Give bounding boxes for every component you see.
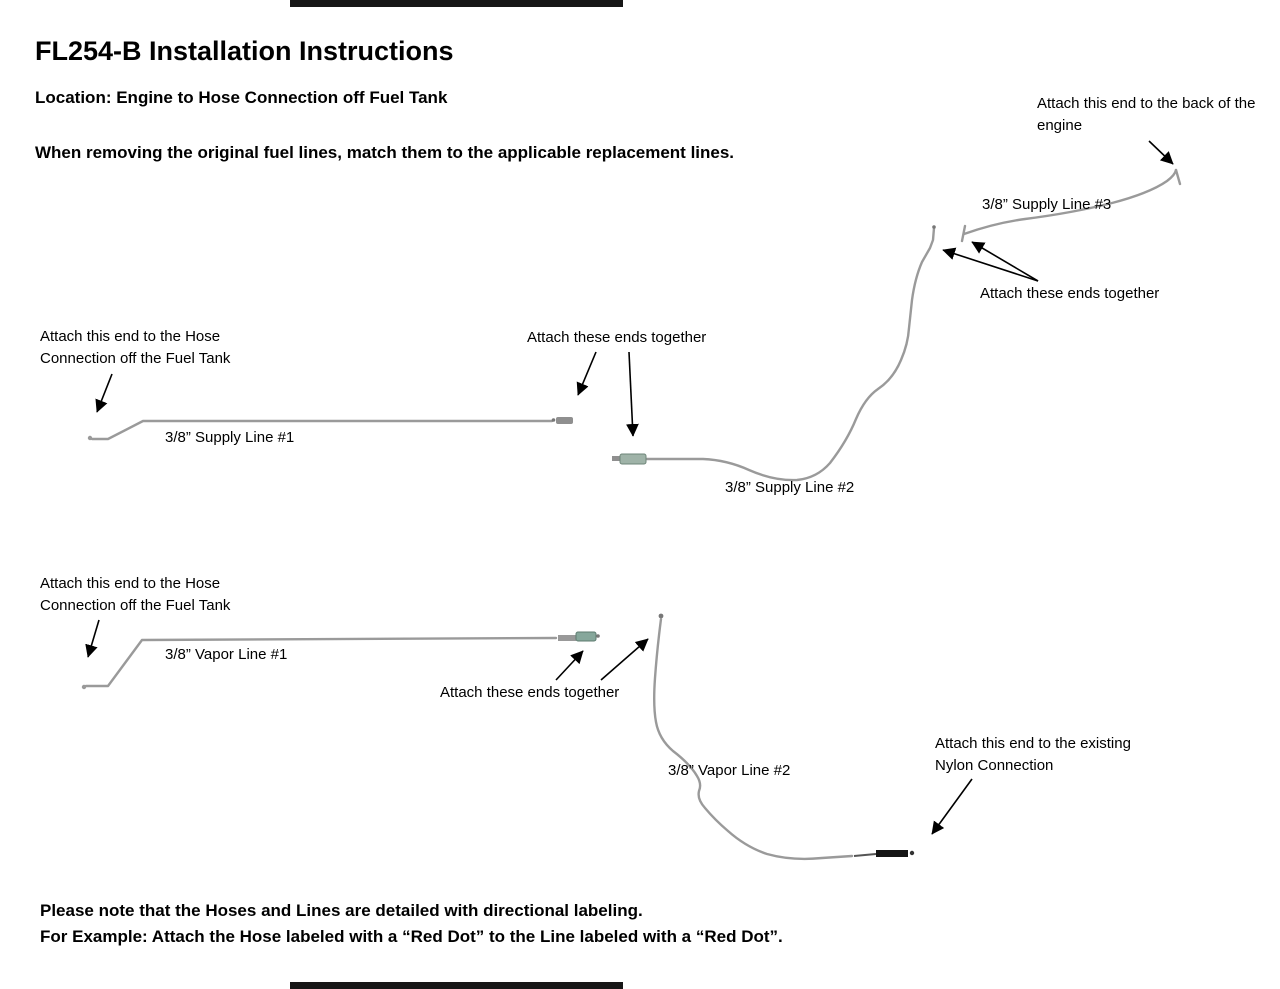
- instruction-line: When removing the original fuel lines, m…: [35, 143, 735, 162]
- arrow-ends-together-bottom-right: [600, 638, 649, 681]
- label-supply-line-3: 3/8” Supply Line #3: [982, 196, 1112, 213]
- vapor-line-1-fitting-nub: [596, 634, 600, 638]
- supply-line-1-tube: [90, 419, 554, 441]
- supply-line-3-tube: [962, 168, 1178, 236]
- arrow-ends-together-mid-left: [576, 351, 597, 396]
- label-vapor-line-2: 3/8” Vapor Line #2: [668, 762, 791, 779]
- vapor-line-1-fitting: [575, 631, 597, 642]
- scan-edge-top: [290, 0, 623, 7]
- vapor-line-1-end-flare: [81, 684, 87, 690]
- callout-hose-connection-vapor: Attach this end to the Hose Connection o…: [40, 575, 231, 614]
- arrow-ends-together-top-left: [942, 247, 1039, 282]
- label-vapor-line-1: 3/8” Vapor Line #1: [165, 646, 288, 663]
- arrow-ends-together-bottom-left: [555, 650, 584, 681]
- vapor-line-2-nylon-connector: [876, 850, 908, 857]
- arrow-to-hose-connection-vapor: [85, 619, 100, 658]
- vapor-line-1-tube: [84, 636, 558, 688]
- supply-line-3-engine-end: [1174, 168, 1182, 186]
- label-supply-line-2: 3/8” Supply Line #2: [725, 479, 855, 496]
- supply-line-1-end-flare: [87, 435, 93, 441]
- callout-ends-together-bottom: Attach these ends together: [440, 684, 620, 701]
- footer-note-2: For Example: Attach the Hose labeled wit…: [40, 927, 783, 946]
- supply-line-2-fitting: [619, 453, 647, 465]
- vapor-line-2-top-tip: [658, 613, 664, 619]
- location-line: Location: Engine to Hose Connection off …: [35, 88, 448, 107]
- vapor-line-2-tube: [653, 617, 854, 861]
- arrow-to-hose-connection-supply: [95, 373, 113, 413]
- vapor-line-2-connector-stem: [853, 853, 877, 857]
- arrow-to-nylon-connection: [931, 778, 973, 835]
- callout-ends-together-top: Attach these ends together: [980, 285, 1160, 302]
- arrow-ends-together-mid-right: [626, 351, 639, 437]
- supply-line-2-end-tip: [932, 225, 936, 229]
- vapor-line-1-fitting-sleeve: [558, 635, 576, 641]
- callout-ends-together-mid: Attach these ends together: [527, 329, 707, 346]
- page-title: FL254-B Installation Instructions: [35, 36, 454, 66]
- vapor-line-2-connector-tip: [909, 850, 915, 856]
- footer-note-1: Please note that the Hoses and Lines are…: [40, 901, 643, 920]
- label-supply-line-1: 3/8” Supply Line #1: [165, 429, 295, 446]
- arrow-to-engine-end: [1148, 140, 1174, 165]
- supply-line-1-fitting: [556, 417, 573, 424]
- callout-hose-connection-supply: Attach this end to the Hose Connection o…: [40, 328, 231, 367]
- callout-engine-back: Attach this end to the back of the engin…: [1037, 95, 1256, 134]
- callout-nylon-connection: Attach this end to the existing Nylon Co…: [935, 735, 1131, 774]
- supply-line-2-fitting-nub: [612, 456, 620, 461]
- supply-line-2-tube: [644, 226, 936, 482]
- arrow-ends-together-top-right: [971, 241, 1039, 282]
- supply-line-1-fitting-nub: [551, 418, 556, 422]
- scan-edge-bottom: [290, 982, 623, 989]
